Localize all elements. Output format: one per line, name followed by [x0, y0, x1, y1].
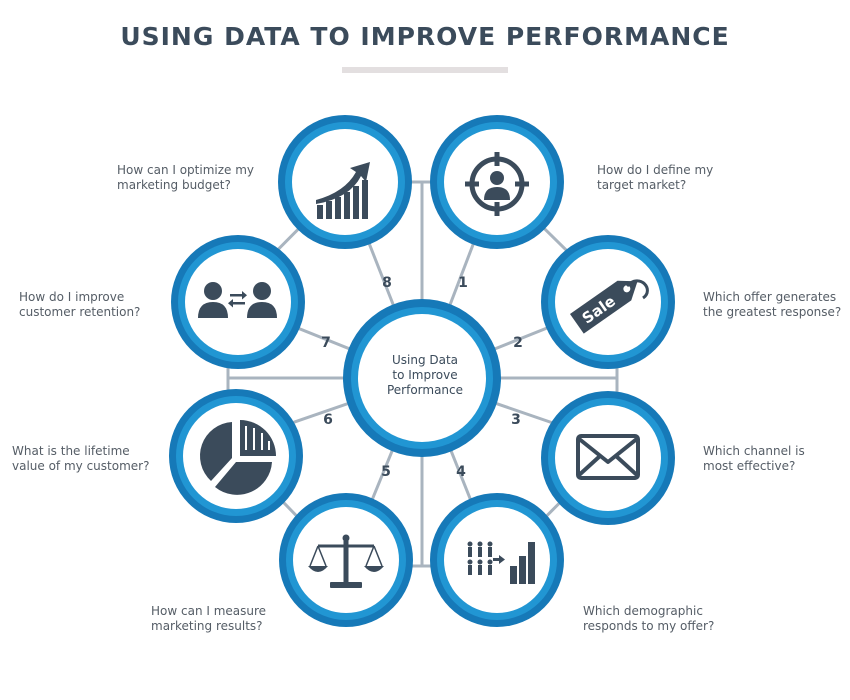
- node-2[interactable]: Sale: [541, 235, 675, 369]
- question-5: How can I measure marketing results?: [151, 604, 267, 633]
- page-title: USING DATA TO IMPROVE PERFORMANCE: [120, 22, 730, 51]
- center-label: Using Data to Improve Performance: [386, 353, 464, 397]
- step-number-3: 3: [511, 412, 521, 428]
- growth-chart-icon: [316, 162, 370, 219]
- question-2: Which offer generates the greatest respo…: [703, 290, 842, 319]
- step-number-7: 7: [321, 335, 331, 351]
- step-number-8: 8: [382, 275, 392, 291]
- node-7[interactable]: [171, 235, 305, 369]
- envelope-icon: [576, 434, 640, 480]
- step-number-1: 1: [458, 275, 468, 291]
- title-underline: [342, 67, 508, 73]
- question-6: What is the lifetime value of my custome…: [12, 444, 150, 473]
- question-7: How do I improve customer retention?: [19, 290, 141, 319]
- balance-scale-icon: [308, 534, 384, 588]
- customer-exchange-icon: [198, 282, 277, 318]
- pie-chart-icon: [199, 420, 276, 495]
- question-4: Which demographic responds to my offer?: [583, 604, 715, 633]
- question-3: Which channel is most effective?: [703, 444, 805, 473]
- node-4[interactable]: [430, 493, 564, 627]
- node-8[interactable]: [278, 115, 412, 249]
- node-1[interactable]: [430, 115, 564, 249]
- step-number-6: 6: [323, 412, 333, 428]
- target-person-icon: [465, 152, 529, 216]
- node-3[interactable]: [541, 391, 675, 525]
- step-number-4: 4: [456, 464, 466, 480]
- question-8: How can I optimize my marketing budget?: [117, 163, 255, 192]
- step-number-2: 2: [513, 335, 523, 351]
- question-1: How do I define my target market?: [597, 163, 714, 192]
- center-circle: [343, 299, 501, 457]
- demographic-chart-icon: [467, 541, 535, 584]
- node-6[interactable]: [169, 389, 303, 523]
- step-number-5: 5: [381, 464, 391, 480]
- node-5[interactable]: [279, 493, 413, 627]
